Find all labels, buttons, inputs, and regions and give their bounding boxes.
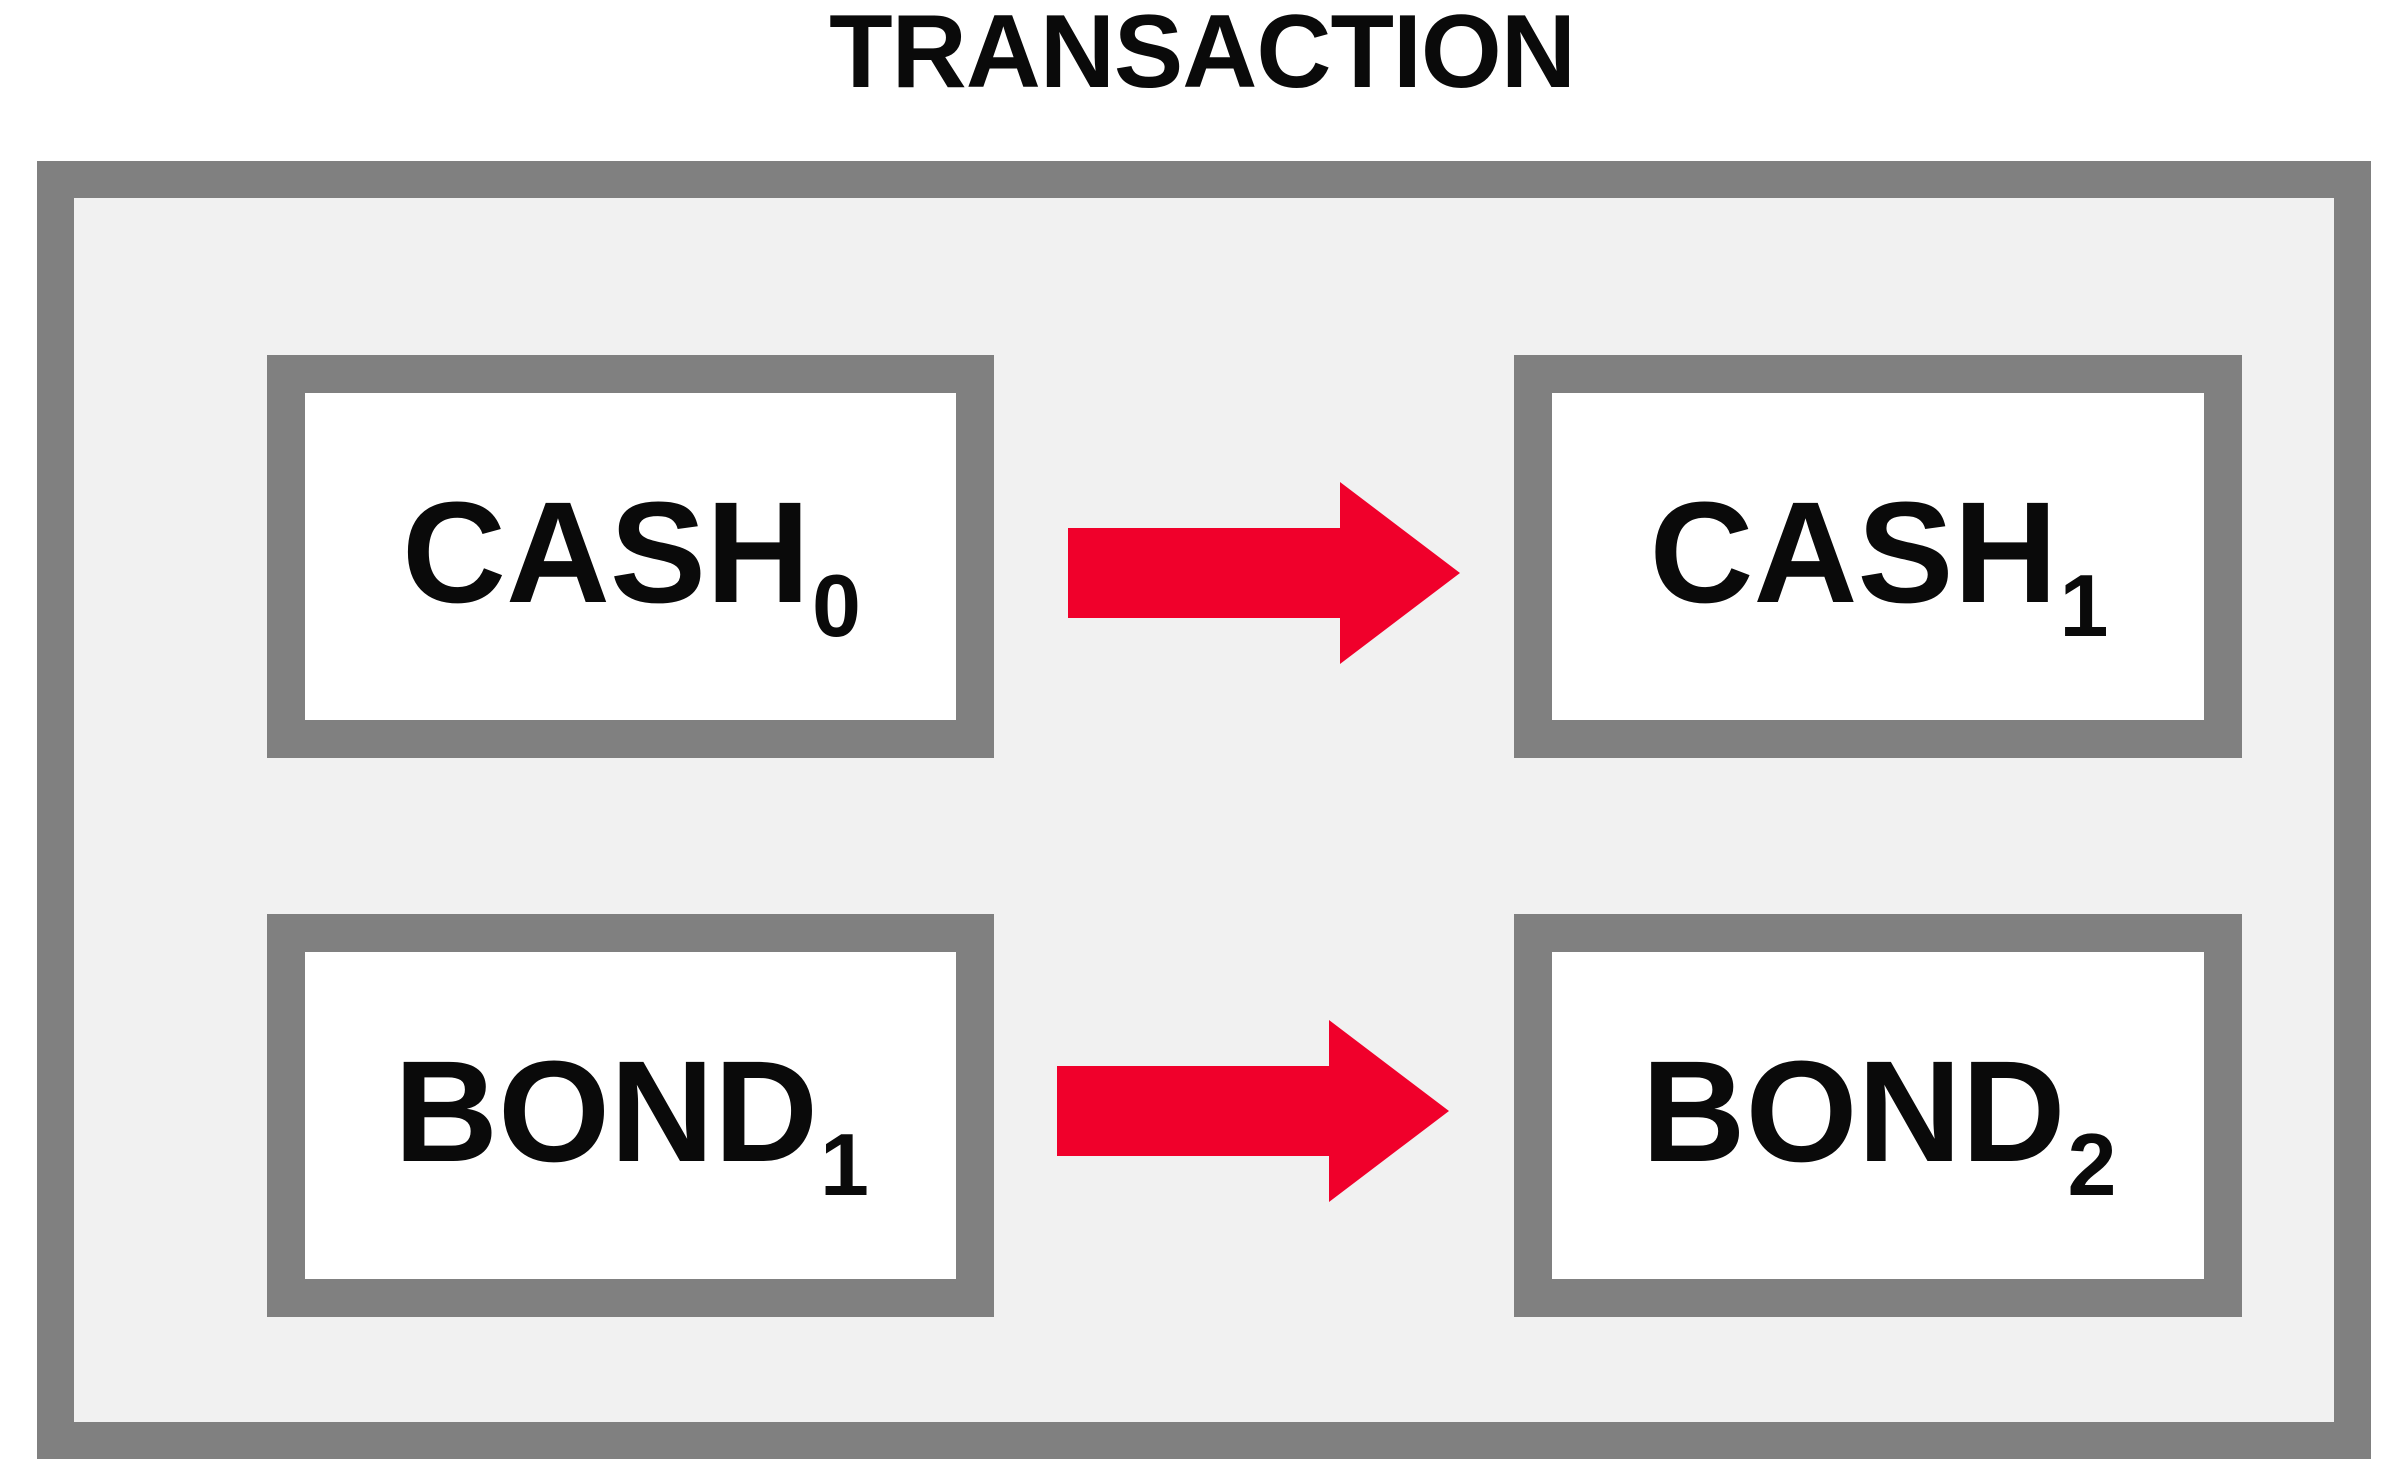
asset-label-base: BOND [394,1030,819,1192]
asset-label-subscript: 1 [2059,555,2109,655]
asset-label-cash-before: CASH0 [402,480,861,649]
asset-box-bond-after: BOND2 [1514,914,2242,1317]
asset-box-cash-before: CASH0 [267,355,994,758]
transaction-frame: CASH0 CASH1 BOND1 BOND2 [37,161,2371,1459]
asset-label-base: BOND [1641,1030,2066,1192]
asset-label-cash-after: CASH1 [1650,480,2109,649]
asset-box-cash-after: CASH1 [1514,355,2242,758]
asset-label-base: CASH [1649,471,2058,633]
asset-box-bond-before: BOND1 [267,914,994,1317]
right-arrow-icon-bond [1057,1020,1449,1202]
asset-label-subscript: 0 [812,555,861,655]
asset-label-subscript: 2 [2067,1114,2117,1214]
asset-label-bond-after: BOND2 [1642,1039,2117,1208]
asset-label-bond-before: BOND1 [394,1039,869,1208]
page-title: TRANSACTION [829,0,1576,110]
asset-label-subscript: 1 [820,1114,869,1214]
right-arrow-icon-cash [1068,482,1460,664]
asset-label-base: CASH [402,471,811,633]
